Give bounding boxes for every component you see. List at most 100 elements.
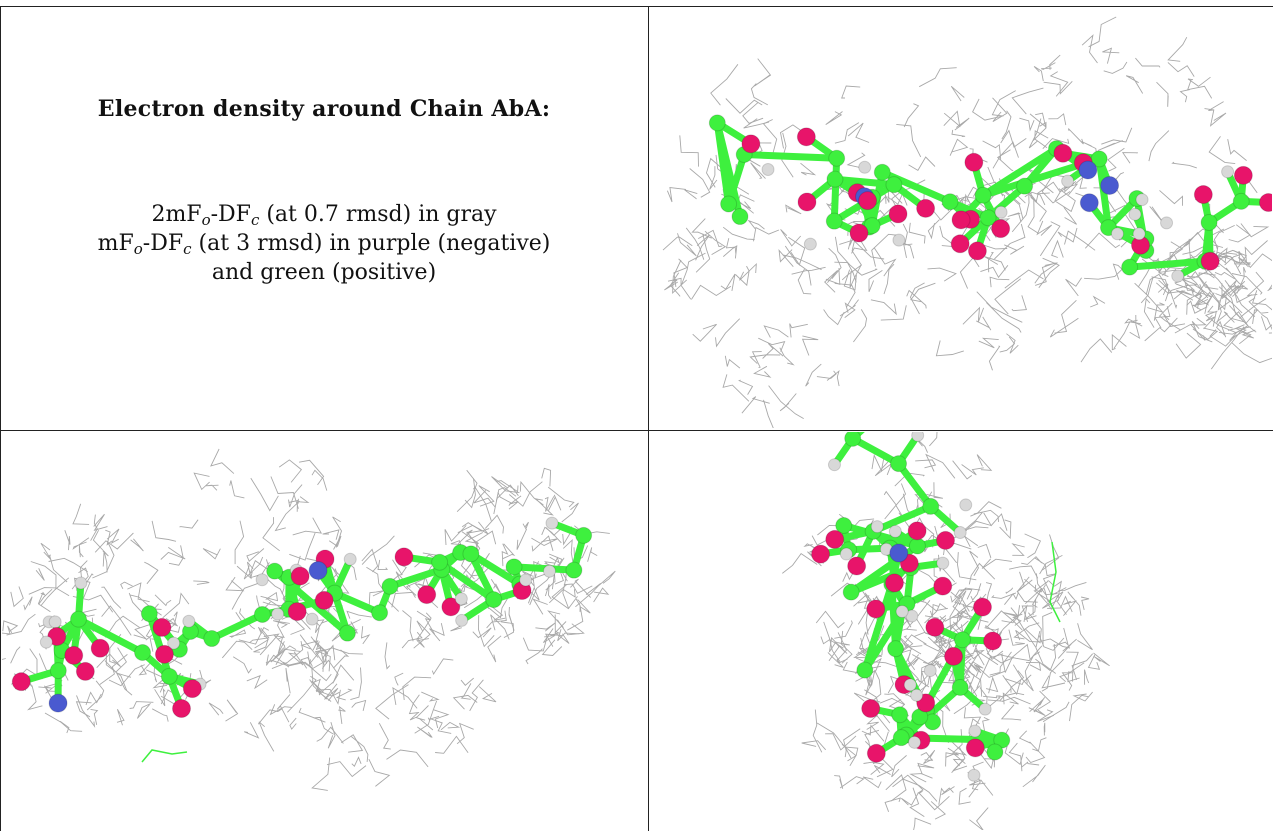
oxygen-atom — [811, 544, 831, 564]
bond — [830, 154, 841, 225]
hydrogen-atom — [1110, 227, 1124, 241]
hydrogen-atom — [74, 576, 88, 590]
oxygen-atom — [75, 661, 95, 681]
oxygen-atom — [944, 646, 964, 666]
molecule-view-bottom-right — [782, 432, 1110, 830]
hydrogen-atom — [39, 635, 53, 649]
hydrogen-atom — [911, 432, 925, 442]
caption-line-3: and green (positive) — [211, 260, 437, 285]
carbon-atom — [338, 624, 356, 642]
carbon-atom — [922, 497, 940, 515]
middle-divider — [0, 430, 1273, 431]
oxygen-atom — [314, 590, 334, 610]
oxygen-atom — [950, 234, 970, 254]
hydrogen-atom — [959, 498, 973, 512]
carbon-atom — [381, 577, 399, 595]
hydrogen-atom — [1160, 216, 1174, 230]
oxygen-atom — [866, 743, 886, 763]
hydrogen-atom — [978, 702, 992, 716]
carbon-atom — [134, 644, 152, 662]
carbon-atom — [986, 743, 1004, 761]
left-border — [0, 6, 1, 831]
oxygen-atom — [90, 638, 110, 658]
panel-top-right — [652, 8, 1272, 428]
carbon-atom — [890, 455, 908, 473]
molecule-model — [708, 114, 1272, 283]
nitrogen-atom — [1079, 193, 1099, 213]
carbon-atom — [70, 610, 88, 628]
carbon-atom — [941, 193, 959, 211]
oxygen-atom — [797, 192, 817, 212]
bond — [145, 610, 173, 680]
caption-line-1: 2mFo-DFc (at 0.7 rmsd) in gray — [0, 200, 648, 229]
hydrogen-atom — [968, 724, 982, 738]
hydrogen-atom — [343, 552, 357, 566]
line1-a: 2mF — [151, 202, 202, 227]
carbon-atom — [953, 631, 971, 649]
carbon-atom — [844, 432, 862, 447]
oxygen-atom — [1053, 143, 1073, 163]
bond — [979, 145, 1061, 199]
molecule-model — [811, 432, 1011, 782]
line2-a: mF — [97, 231, 134, 256]
caption-body: 2mFo-DFc (at 0.7 rmsd) in gray mFo-DFc (… — [0, 200, 648, 287]
carbon-atom — [951, 678, 969, 696]
hydrogen-atom — [167, 636, 181, 650]
caption-cell: Electron density around Chain AbA: 2mFo-… — [0, 0, 648, 430]
line2-rest: (at 3 rmsd) in purple (negative) — [191, 231, 551, 256]
bond — [331, 589, 384, 617]
carbon-atom — [892, 729, 910, 747]
line1-sub-o: o — [201, 211, 211, 229]
bond — [895, 460, 935, 510]
oxygen-atom — [394, 547, 414, 567]
oxygen-atom — [965, 738, 985, 758]
oxygen-atom — [888, 204, 908, 224]
carbon-atom — [203, 630, 221, 648]
oxygen-atom — [991, 219, 1011, 239]
oxygen-atom — [171, 699, 191, 719]
hydrogen-atom — [895, 604, 909, 618]
positive-density-fragment — [1049, 541, 1061, 623]
oxygen-atom — [290, 566, 310, 586]
hydrogen-atom — [1221, 165, 1235, 179]
molecule-view-bottom-left — [2, 448, 616, 791]
hydrogen-atom — [1132, 227, 1146, 241]
oxygen-atom — [1200, 251, 1220, 271]
hydrogen-atom — [1128, 207, 1142, 221]
bond — [725, 150, 748, 208]
caption-line-2: mFo-DFc (at 3 rmsd) in purple (negative) — [0, 229, 648, 258]
hydrogen-atom — [545, 516, 559, 530]
hydrogen-atom — [888, 524, 902, 538]
carbon-atom — [371, 604, 389, 622]
hydrogen-atom — [858, 160, 872, 174]
bond — [75, 615, 147, 657]
carbon-atom — [575, 526, 593, 544]
oxygen-atom — [925, 617, 945, 637]
oxygen-atom — [825, 529, 845, 549]
carbon-atom — [49, 662, 67, 680]
carbon-atom — [140, 605, 158, 623]
carbon-atom — [842, 583, 860, 601]
bond — [849, 434, 903, 468]
hydrogen-atom — [936, 556, 950, 570]
oxygen-atom — [866, 599, 886, 619]
carbon-atom — [731, 208, 749, 226]
hydrogen-atom — [803, 237, 817, 251]
carbon-atom — [505, 558, 523, 576]
hydrogen-atom — [967, 768, 981, 782]
carbon-atom — [266, 562, 284, 580]
nitrogen-atom — [1078, 160, 1098, 180]
carbon-atom — [431, 553, 449, 571]
bond — [510, 563, 578, 574]
carbon-atom — [979, 209, 997, 227]
carbon-atom — [887, 640, 905, 658]
hydrogen-atom — [910, 688, 924, 702]
oxygen-atom — [967, 241, 987, 261]
carbon-atom — [462, 545, 480, 563]
oxygen-atom — [154, 644, 174, 664]
carbon-atom — [708, 114, 726, 132]
positive-density-fragment — [141, 749, 188, 763]
bond — [740, 150, 841, 162]
nitrogen-atom — [889, 543, 909, 563]
